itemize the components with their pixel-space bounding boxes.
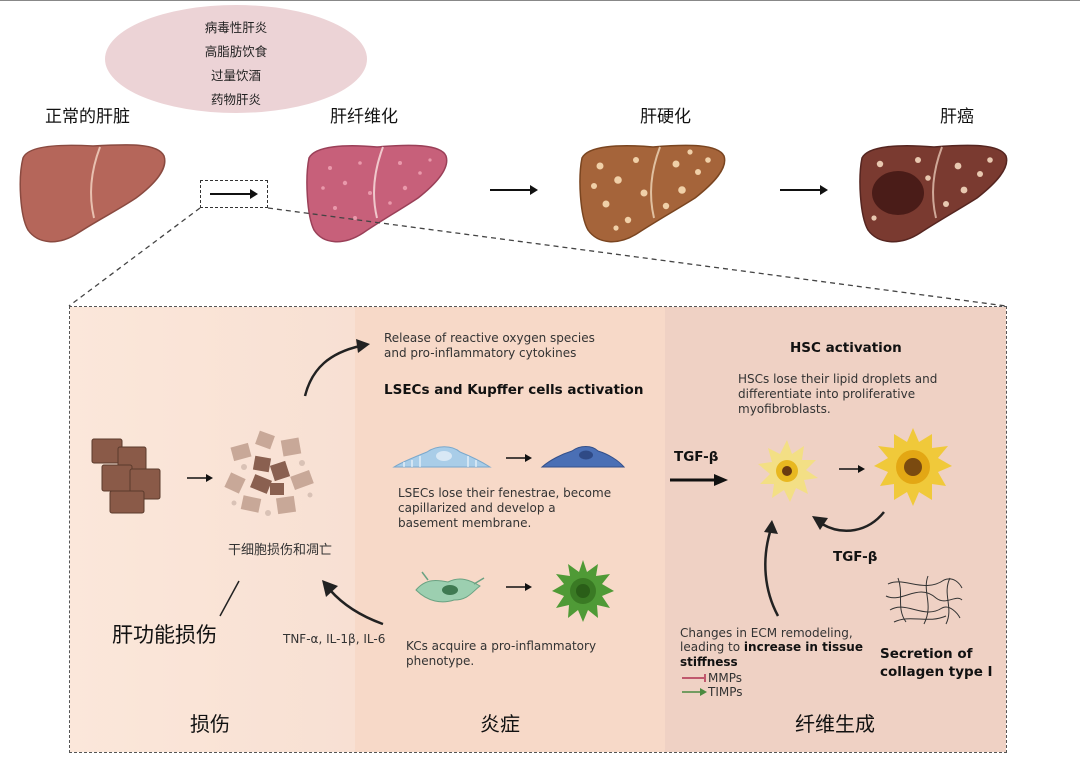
lsec-capillarized-icon	[540, 446, 626, 468]
stage-label-cirrhosis: 肝硬化	[640, 107, 691, 127]
detail-panel	[69, 306, 1007, 753]
arrow-icon	[187, 474, 213, 482]
ros-text-line1: Release of reactive oxygen species	[384, 331, 595, 345]
cause-item: 过量饮酒	[210, 68, 261, 83]
hsc-text-line2: differentiate into proliferative	[738, 387, 916, 401]
arrow-icon	[506, 454, 532, 462]
ecm-text-line3: stiffness	[680, 655, 738, 669]
cancer-liver-icon	[859, 144, 1008, 243]
hsc-heading: HSC activation	[790, 340, 902, 356]
curved-arrow-icon	[303, 339, 370, 397]
pointer-line	[219, 580, 240, 617]
bottom-label-injury: 损伤	[190, 712, 230, 736]
curved-arrow-icon	[322, 580, 384, 626]
cause-item: 病毒性肝炎	[204, 20, 268, 35]
lsec-text-line2: capillarized and develop a	[398, 501, 556, 515]
ecm-text-plain: leading to	[680, 640, 744, 654]
injury-section	[70, 307, 355, 752]
collagen-fibers-icon	[885, 575, 963, 625]
ecm-text-line1: Changes in ECM remodeling,	[680, 626, 853, 640]
arrow-icon	[780, 185, 828, 195]
tgf-beta-loop-label: TGF-β	[833, 549, 878, 565]
collagen-text-line1: Secretion of	[880, 646, 973, 662]
normal-liver-icon	[19, 144, 166, 243]
liver-function-injury-label: 肝功能损伤	[112, 623, 217, 647]
kc-text-line2: phenotype.	[406, 654, 475, 668]
curved-arrow-icon	[764, 520, 780, 617]
lsec-text-line3: basement membrane.	[398, 516, 532, 530]
feedback-arrow-icon	[812, 511, 885, 532]
hsc-text-line1: HSCs lose their lipid droplets and	[738, 372, 938, 386]
cell-injury-label: 干细胞损伤和凋亡	[228, 543, 333, 558]
cirrhosis-liver-icon	[579, 144, 726, 243]
arrow-icon	[670, 474, 728, 486]
causes-list: 病毒性肝炎 高脂肪饮食 过量饮酒 药物肝炎	[105, 16, 367, 112]
bottom-label-fibrogenesis: 纤维生成	[795, 712, 875, 736]
kupffer-normal-icon	[415, 571, 485, 603]
cytokines-label: TNF-α, IL-1β, IL-6	[283, 632, 386, 646]
collagen-text-line2: collagen type I	[880, 664, 993, 680]
kupffer-activated-icon	[552, 560, 614, 622]
mmp-timp-legend-icons	[682, 674, 707, 696]
stage-label-cancer: 肝癌	[940, 107, 974, 127]
damaged-hepatocytes-icon	[224, 430, 314, 516]
timps-label: TIMPs	[708, 685, 743, 699]
ecm-text-bold: increase in tissue	[743, 640, 863, 654]
bottom-label-inflammation: 炎症	[480, 712, 520, 736]
causes-bubble	[105, 5, 367, 113]
arrow-icon	[210, 189, 258, 199]
inflammation-heading: LSECs and Kupffer cells activation	[384, 382, 644, 398]
tgf-beta-label: TGF-β	[674, 449, 719, 465]
hepatocyte-cluster-icon	[91, 438, 161, 514]
stage-label-fibrosis: 肝纤维化	[330, 107, 398, 127]
cause-item: 药物肝炎	[210, 92, 261, 107]
ros-text-line2: and pro-inflammatory cytokines	[384, 346, 577, 360]
cause-item: 高脂肪饮食	[204, 44, 268, 59]
lsec-normal-icon	[392, 446, 492, 468]
arrow-icon	[839, 465, 865, 473]
stage-label-normal: 正常的肝脏	[45, 107, 130, 127]
hsc-quiescent-icon	[758, 440, 818, 502]
kc-text-line1: KCs acquire a pro-inflammatory	[406, 639, 597, 653]
ecm-text-line2: leading to increase in tissue	[680, 640, 863, 655]
hsc-activated-icon	[874, 428, 952, 506]
mmps-label: MMPs	[708, 671, 742, 685]
arrow-icon	[506, 583, 532, 591]
lsec-text-line1: LSECs lose their fenestrae, become	[398, 486, 612, 500]
zoom-source-box	[200, 180, 268, 208]
hsc-text-line3: myofibroblasts.	[738, 402, 831, 416]
top-border	[0, 0, 1080, 1]
inflammation-section	[355, 307, 665, 752]
arrow-icon	[490, 185, 538, 195]
